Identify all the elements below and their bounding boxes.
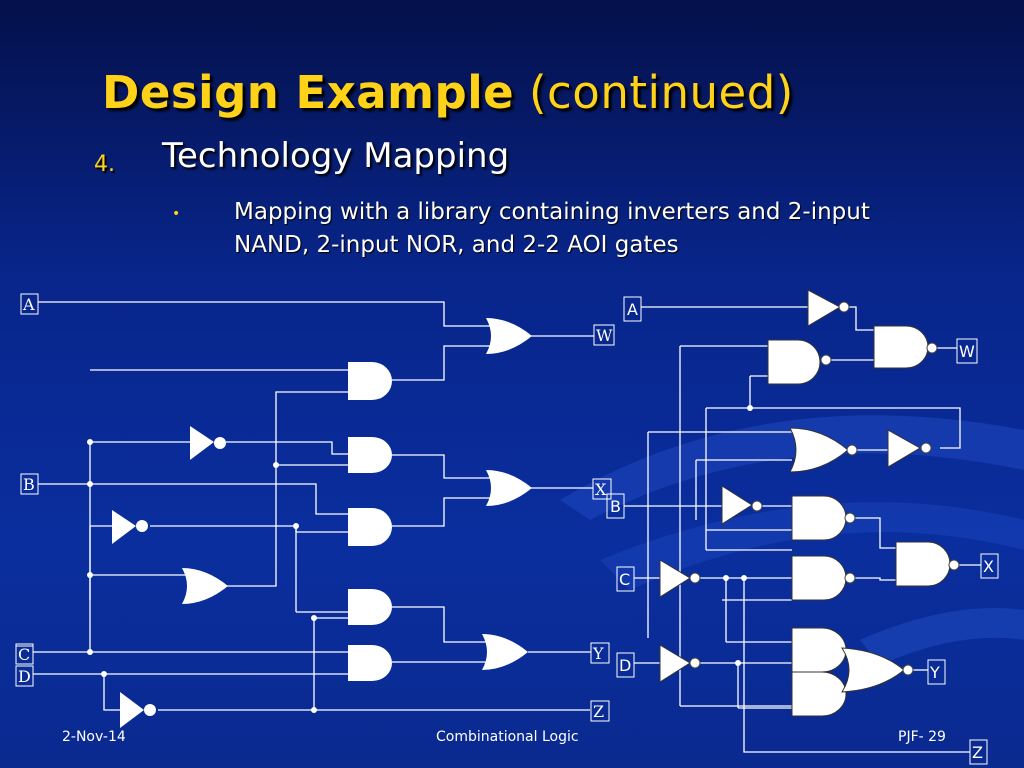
list-item-subtext: Mapping with a library containing invert…: [234, 199, 870, 258]
footer-page-number: PJF- 29: [898, 729, 946, 745]
bullet-icon: •: [172, 206, 181, 222]
right-inverter-b: [721, 485, 753, 525]
left-inverter-1: [190, 426, 214, 460]
left-input-c-label: C: [18, 645, 30, 664]
left-output-z-box: [590, 700, 610, 722]
right-output-y-box: [927, 659, 946, 685]
left-output-w-box: [593, 324, 615, 346]
left-output-x-label: X: [595, 480, 607, 499]
left-or-gate-w: [486, 318, 532, 354]
right-output-x-box: [980, 553, 999, 579]
left-input-a-box: [20, 293, 39, 315]
left-output-y-box: [590, 642, 610, 664]
right-aoi-and-2: [791, 671, 847, 717]
left-input-b-label: B: [23, 475, 35, 494]
left-or-gate-y: [482, 634, 528, 670]
left-and-gate-2: [348, 437, 392, 473]
left-and-gate-5: [348, 645, 392, 681]
right-inverter-1: [887, 429, 921, 468]
right-nand-1: [767, 339, 821, 385]
left-inverter-3: [120, 692, 144, 728]
list-item-heading: Technology Mapping: [162, 136, 510, 176]
left-input-d-label: D: [18, 667, 31, 686]
right-output-z-label: Z: [972, 743, 983, 762]
slide-title: Design Example (continued): [102, 66, 794, 119]
left-output-z-label: Z: [593, 702, 604, 721]
left-circuit: A B C D W X Y Z: [15, 293, 615, 728]
left-or-gate-1: [182, 568, 228, 604]
right-output-w-box: [956, 338, 978, 364]
left-and-gate-3: [348, 508, 392, 546]
right-nand-3: [791, 555, 847, 601]
circuit-diagram: A B C D W X Y Z: [15, 289, 999, 765]
list-number: 4.: [94, 152, 115, 177]
left-and-gate-1: [348, 362, 392, 400]
right-nand-w: [873, 325, 929, 369]
left-and-gate-4: [348, 589, 392, 625]
right-aoi-and-1: [791, 627, 847, 673]
right-input-a-box: [623, 296, 642, 322]
right-aoi-nor: [841, 647, 905, 693]
right-inverter-c: [659, 559, 691, 598]
right-output-y-label: Y: [929, 663, 940, 682]
left-inverter-2: [112, 510, 136, 544]
left-input-c-box: [15, 643, 34, 665]
right-output-w-label: W: [959, 342, 975, 361]
slide-title-bold: Design Example: [102, 66, 515, 119]
right-inverter-d: [659, 644, 691, 683]
right-input-b-label: B: [610, 497, 621, 516]
right-input-d-box: [616, 652, 635, 678]
right-input-c-box: [616, 566, 635, 592]
footer-topic: Combinational Logic: [436, 729, 579, 745]
left-output-w-label: W: [596, 326, 613, 345]
left-output-x-box: [592, 478, 612, 500]
right-nor-1: [789, 427, 849, 473]
left-output-y-label: Y: [592, 644, 604, 663]
right-nand-2: [791, 495, 847, 541]
left-input-d-box: [15, 665, 34, 687]
right-input-d-label: D: [619, 656, 631, 675]
left-or-gate-x: [486, 470, 532, 506]
right-input-a-label: A: [627, 300, 638, 319]
right-output-x-label: X: [983, 557, 994, 576]
right-circuit: A B C D W X Y Z: [606, 289, 999, 765]
right-input-c-label: C: [619, 570, 630, 589]
left-input-a-label: A: [22, 295, 35, 314]
right-nand-x: [895, 541, 951, 587]
slide-title-rest: (continued): [529, 66, 794, 119]
right-inverter-a: [807, 289, 842, 327]
footer-date: 2-Nov-14: [62, 729, 126, 745]
